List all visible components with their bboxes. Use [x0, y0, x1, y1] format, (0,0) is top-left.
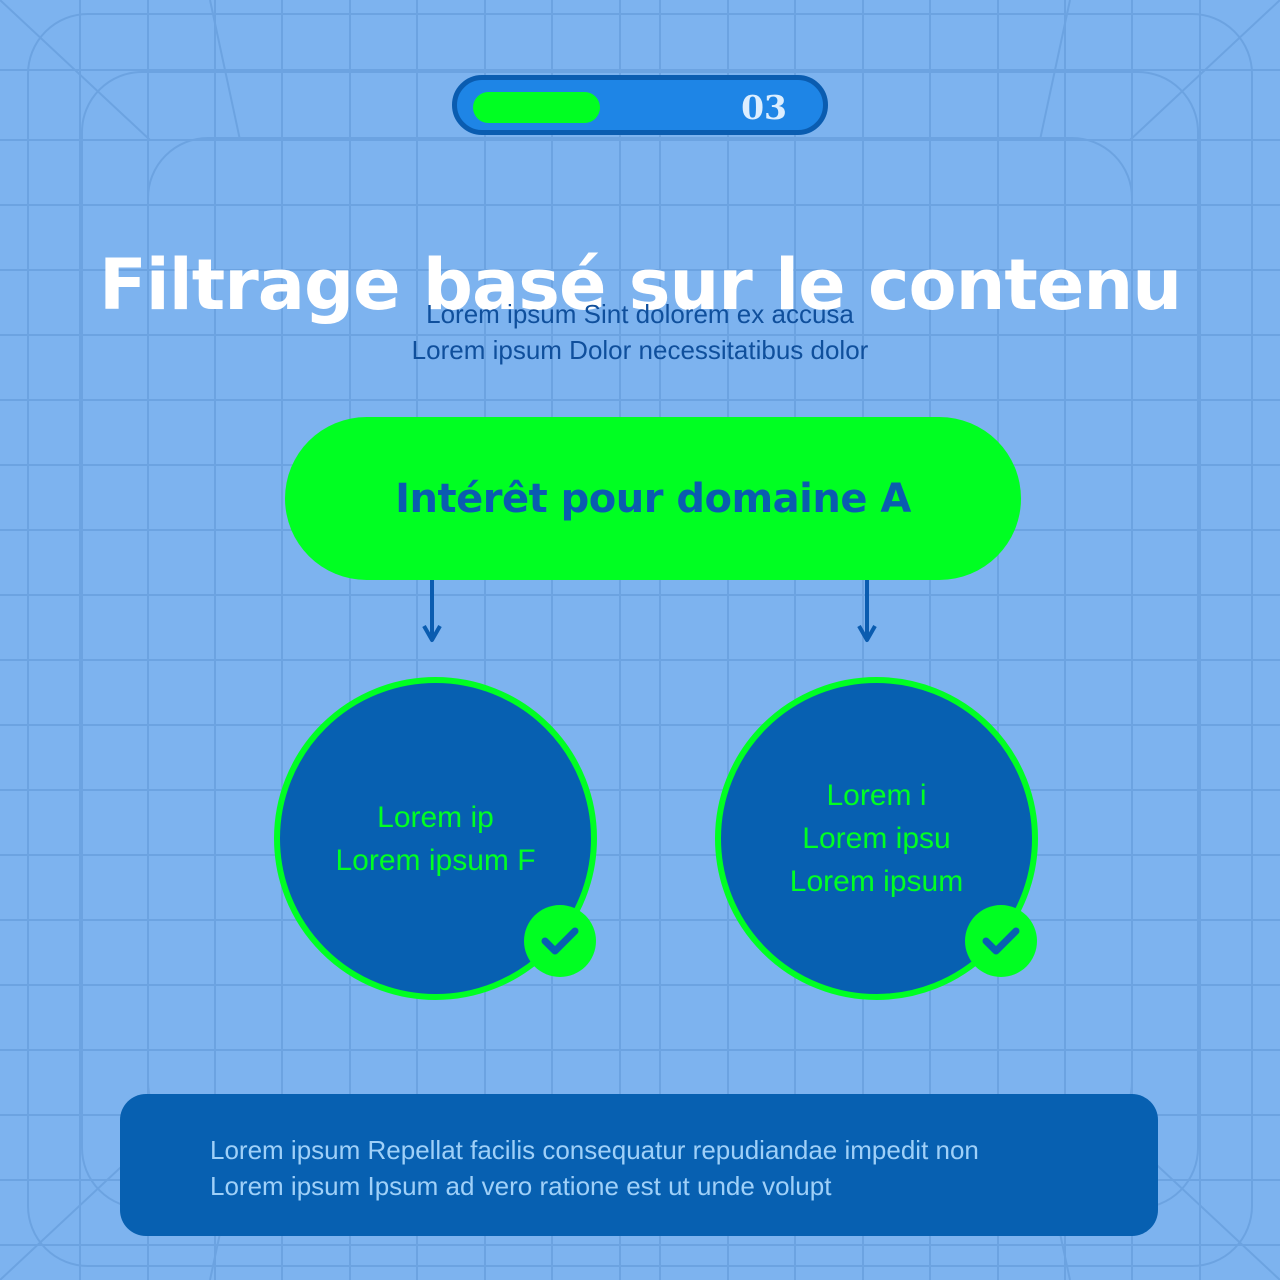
root-node-label: Intérêt pour domaine A: [395, 475, 911, 522]
footer-note-line-1: Lorem ipsum Repellat facilis consequatur…: [210, 1135, 979, 1165]
child-node-text: Lorem ipsum F: [335, 843, 536, 877]
arrow-down-icon: [857, 580, 877, 642]
child-node-left: Lorem ip Lorem ipsum F: [274, 677, 597, 1000]
child-node-text: Lorem ipsum: [789, 865, 964, 898]
arrow-down-icon: [422, 580, 442, 642]
child-node-text: Lorem ipsu: [802, 822, 951, 855]
footer-note: Lorem ipsum Repellat facilis consequatur…: [120, 1094, 1158, 1236]
progress-bar: 03: [452, 75, 828, 135]
child-node-text: Lorem ip: [377, 800, 494, 834]
root-node: Intérêt pour domaine A: [285, 417, 1021, 580]
progress-fill: [473, 92, 600, 123]
check-icon: [965, 905, 1037, 977]
page-title: Filtrage basé sur le contenu: [98, 244, 1182, 326]
subtitle-line-2: Lorem ipsum Dolor necessitatibus dolor: [411, 335, 869, 365]
subtitle: Lorem ipsum Sint dolorem ex accusa Lorem…: [0, 296, 1280, 368]
child-node-text: Lorem i: [826, 779, 927, 812]
step-number: 03: [741, 88, 787, 127]
child-node-right: Lorem i Lorem ipsu Lorem ipsum: [715, 677, 1038, 1000]
subtitle-line-1: Lorem ipsum Sint dolorem ex accusa: [426, 299, 854, 329]
check-icon: [524, 905, 596, 977]
footer-note-line-2: Lorem ipsum Ipsum ad vero ratione est ut…: [210, 1171, 832, 1201]
